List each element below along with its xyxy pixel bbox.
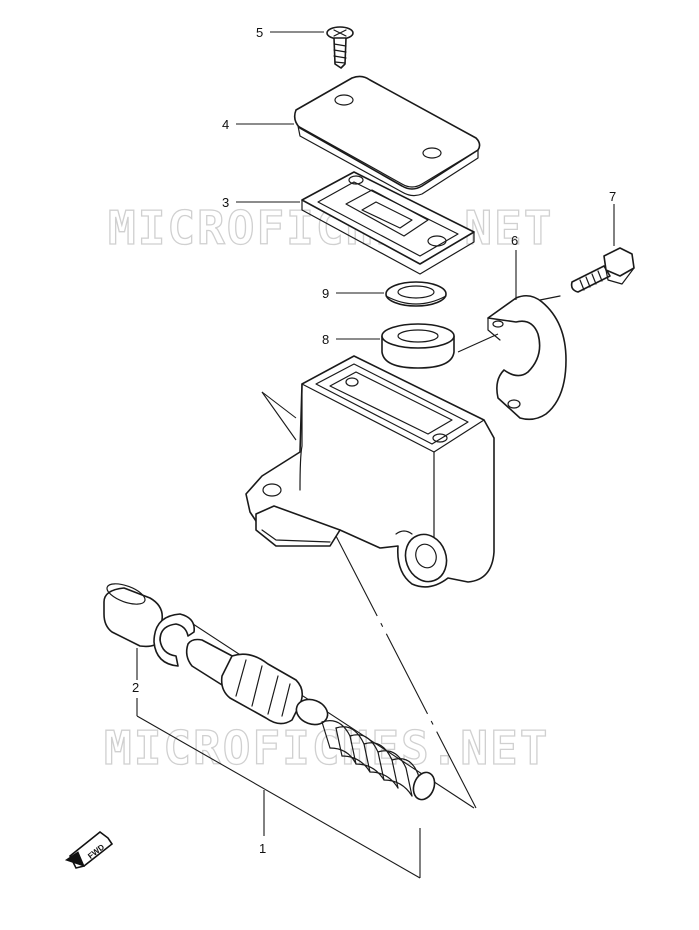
part-2-piston-set[interactable] <box>103 580 438 803</box>
part-4-reservoir-cap[interactable] <box>293 75 481 197</box>
callout-8: 8 <box>322 332 329 347</box>
callout-5: 5 <box>256 25 263 40</box>
callout-9: 9 <box>322 286 329 301</box>
callout-6: 6 <box>511 233 518 248</box>
callout-7: 7 <box>609 189 616 204</box>
callout-4: 4 <box>222 117 229 132</box>
callout-3: 3 <box>222 195 229 210</box>
part-1-bracket <box>136 698 421 879</box>
part-7-bolt[interactable] <box>570 247 635 293</box>
forward-arrow-icon: FWD <box>64 830 114 869</box>
callout-2: 2 <box>132 680 139 695</box>
watermark-bottom: MICROFICHES.NET <box>104 721 549 775</box>
callout-1: 1 <box>259 841 266 856</box>
part-5-screw[interactable] <box>326 26 354 69</box>
part-3-diaphragm[interactable] <box>301 171 475 275</box>
part-8-cup[interactable] <box>381 323 455 369</box>
part-6-clamp[interactable] <box>487 294 567 421</box>
master-cylinder-body[interactable] <box>245 355 495 588</box>
part-9-washer[interactable] <box>385 281 447 307</box>
